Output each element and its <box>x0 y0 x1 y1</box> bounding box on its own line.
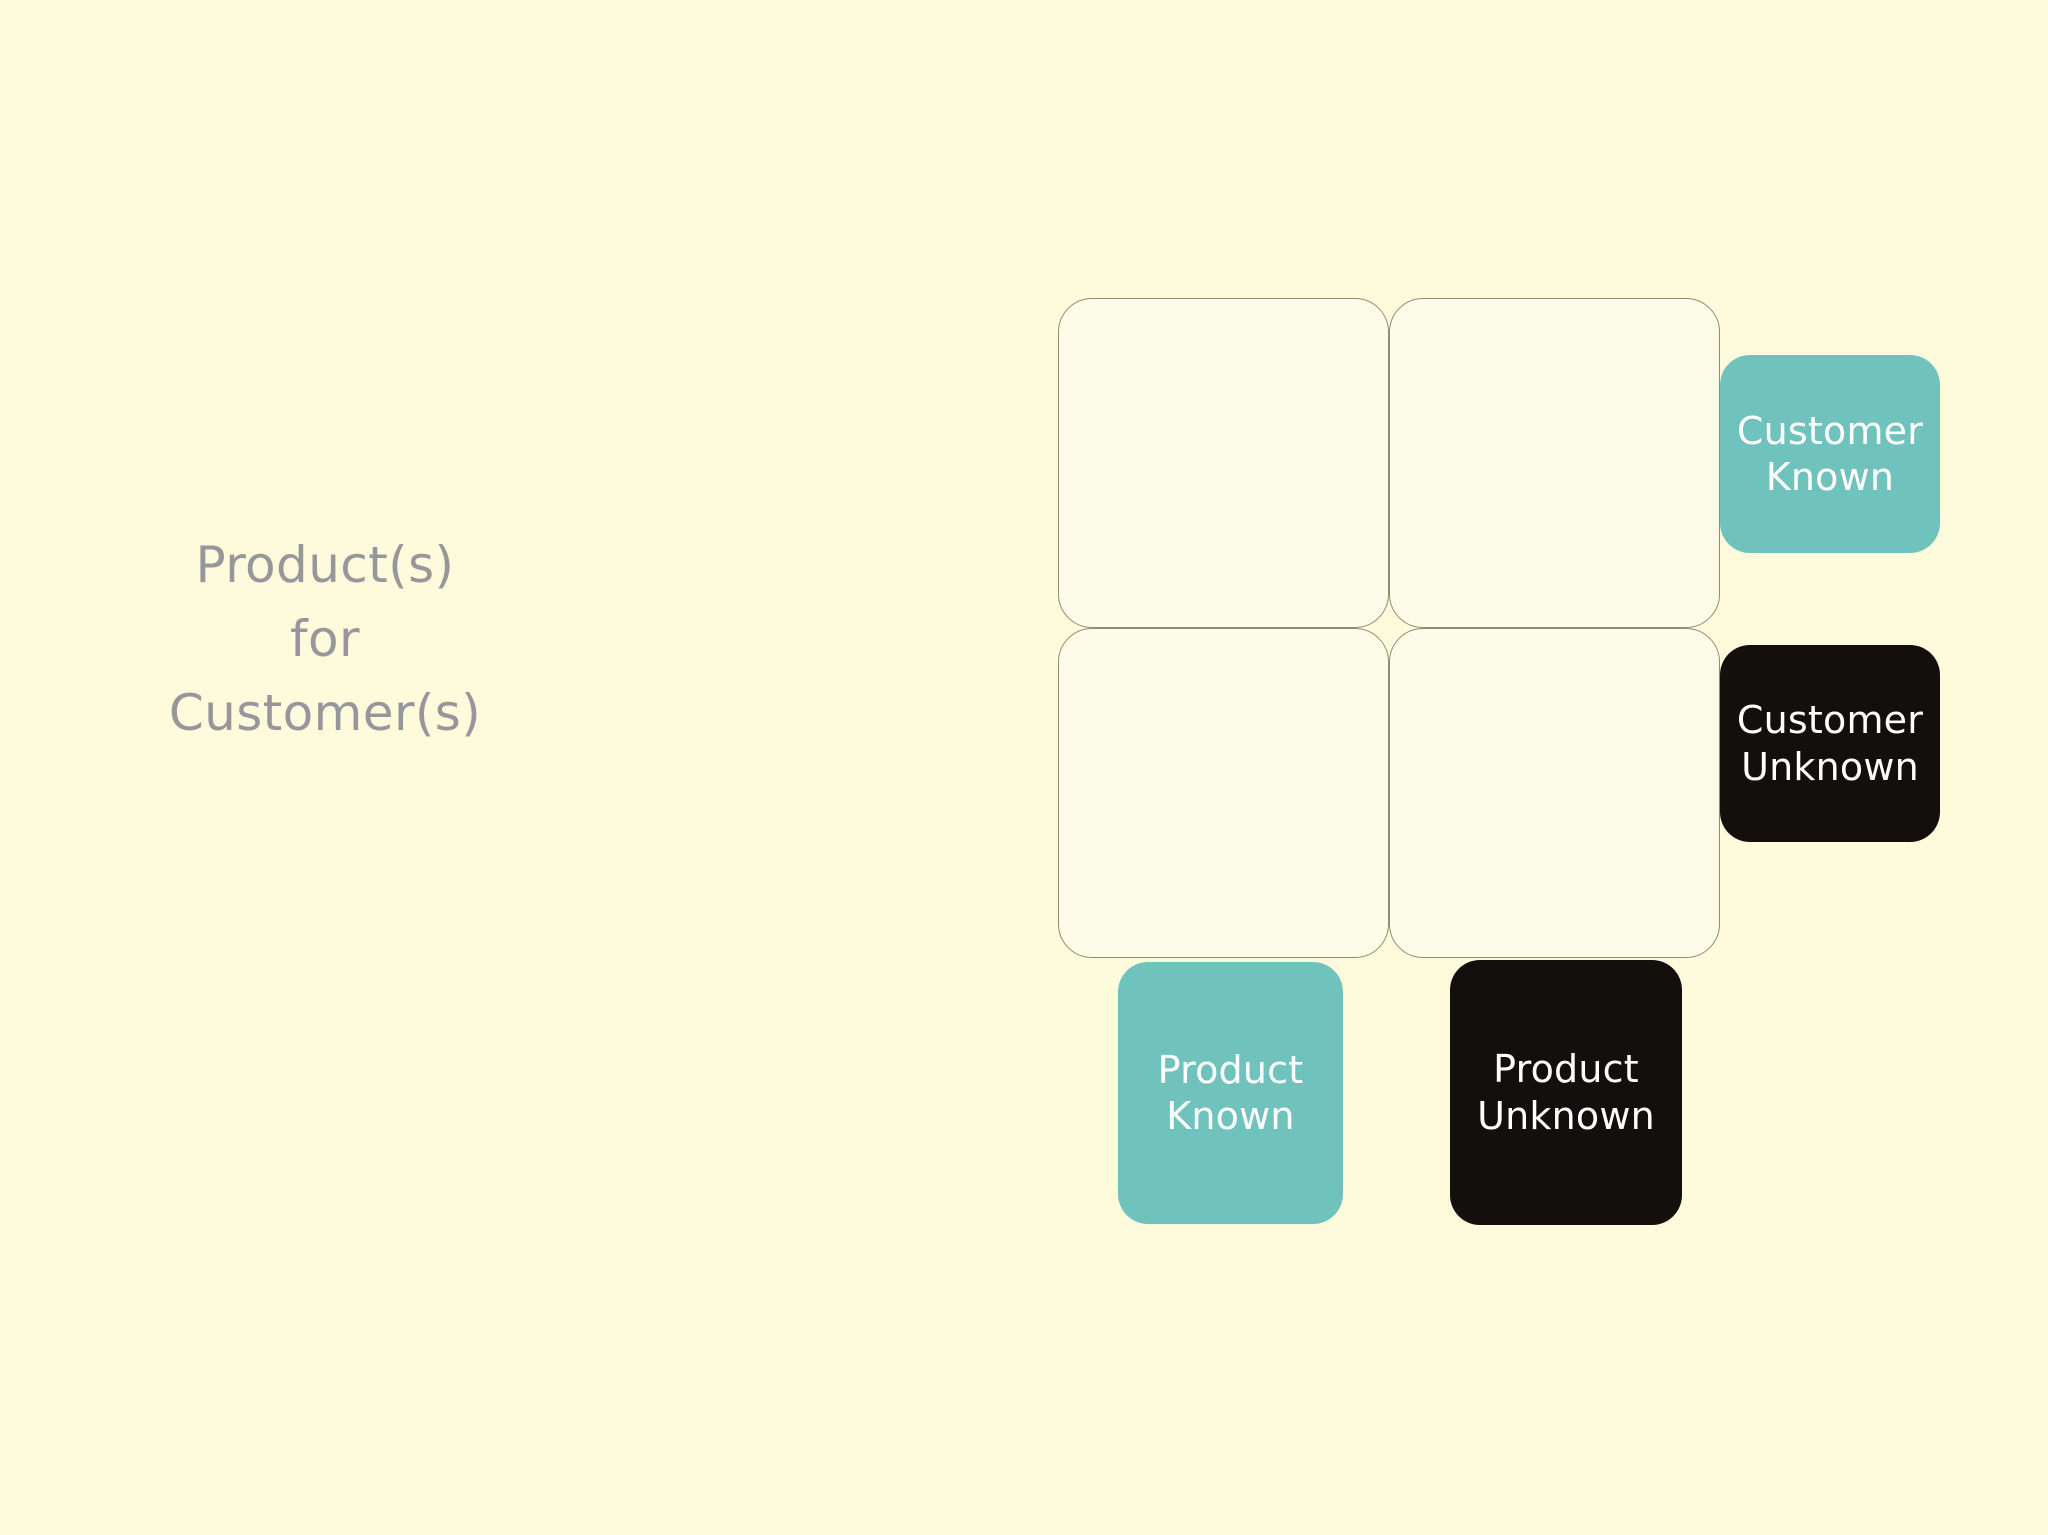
column-label-product-unknown-line-2: Unknown <box>1477 1093 1655 1138</box>
row-label-customer-known-text: Customer Known <box>1731 408 1929 501</box>
column-label-product-unknown-text: Product Unknown <box>1471 1046 1661 1139</box>
column-label-product-known-text: Product Known <box>1152 1047 1310 1140</box>
axis-title-line-3: Customer(s) <box>168 684 482 742</box>
column-label-product-unknown[interactable]: Product Unknown <box>1450 960 1682 1225</box>
axis-title: Product(s) for Customer(s) <box>110 528 540 750</box>
column-label-product-known-line-2: Known <box>1166 1094 1295 1138</box>
quadrant-top-right[interactable] <box>1389 298 1720 628</box>
column-label-product-unknown-line-1: Product <box>1493 1047 1639 1092</box>
quadrant-bottom-right[interactable] <box>1389 628 1720 958</box>
row-label-customer-known[interactable]: Customer Known <box>1720 355 1940 553</box>
row-label-customer-unknown-line-2: Unknown <box>1741 744 1919 789</box>
quadrant-bottom-left[interactable] <box>1058 628 1389 958</box>
axis-title-line-2: for <box>290 610 360 668</box>
row-label-customer-unknown[interactable]: Customer Unknown <box>1720 645 1940 842</box>
row-label-customer-known-line-1: Customer <box>1736 408 1924 453</box>
axis-title-line-1: Product(s) <box>195 536 455 594</box>
quadrant-grid <box>1058 298 1720 958</box>
row-label-customer-known-line-2: Known <box>1765 455 1895 499</box>
row-label-customer-unknown-line-1: Customer <box>1736 698 1924 743</box>
quadrant-top-left[interactable] <box>1058 298 1389 628</box>
column-label-product-known-line-1: Product <box>1157 1047 1304 1092</box>
column-label-product-known[interactable]: Product Known <box>1118 962 1343 1224</box>
row-label-customer-unknown-text: Customer Unknown <box>1731 697 1929 790</box>
